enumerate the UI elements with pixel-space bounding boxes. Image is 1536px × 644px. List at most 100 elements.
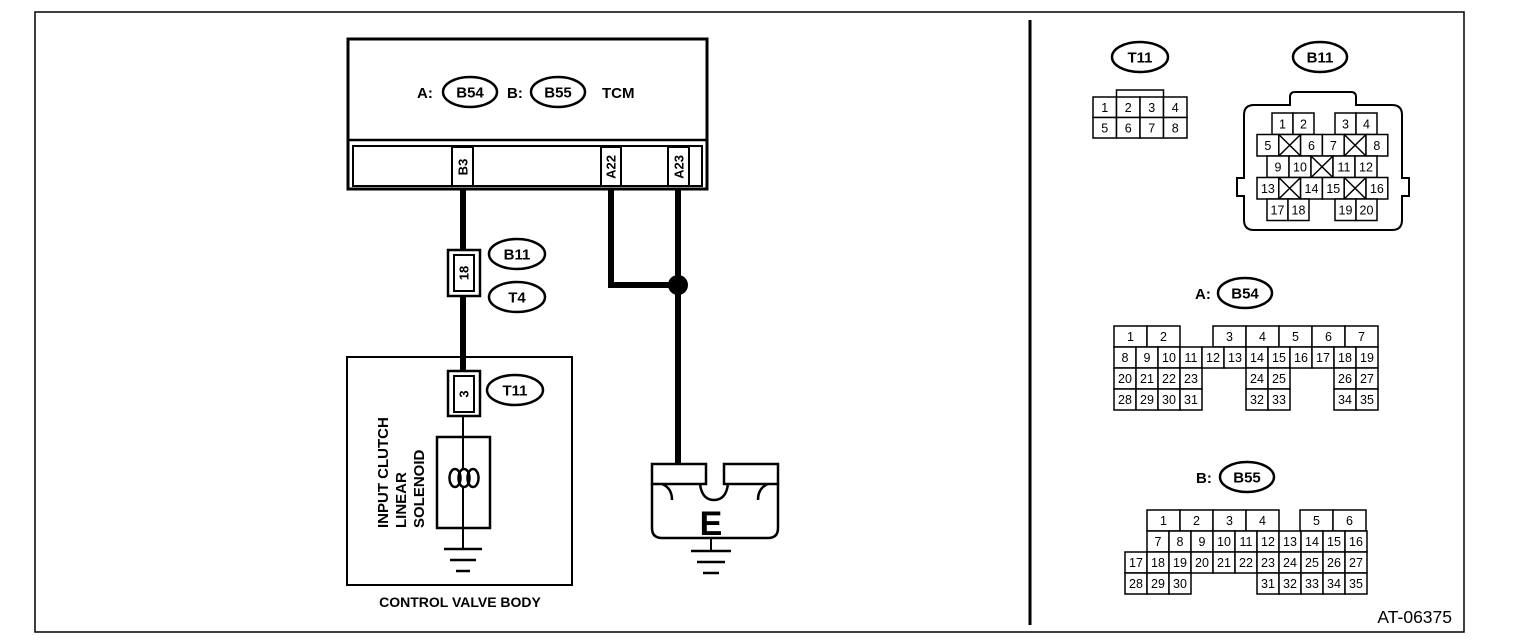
- pin-number: 29: [1151, 577, 1165, 591]
- pin-cavity: 6: [1332, 509, 1367, 532]
- pin-number: 9: [1199, 535, 1206, 549]
- pin-cavity: 4: [1245, 325, 1280, 348]
- pin-number: 17: [1129, 556, 1143, 570]
- pin-number: 14: [1305, 182, 1319, 196]
- pin-number: 4: [1363, 117, 1370, 131]
- pin-number: 33: [1272, 393, 1286, 407]
- badge-outline: [485, 373, 545, 407]
- pin-cavity: 29: [1146, 572, 1170, 595]
- pin-number: 21: [1217, 556, 1231, 570]
- pin-number: 24: [1250, 372, 1264, 386]
- pin-number: 19: [1360, 351, 1374, 365]
- pin-number: 1: [1127, 330, 1134, 344]
- connector-view-prefix: A:: [1195, 286, 1211, 303]
- pin-number: 20: [1360, 203, 1374, 217]
- pin-cavity: 27: [1344, 551, 1368, 574]
- pin-cavity: 17: [1124, 551, 1148, 574]
- connector-id-badge-t4: T4: [487, 280, 547, 314]
- pin-cavity: 15: [1267, 346, 1291, 369]
- pin-number: 6: [1125, 121, 1132, 135]
- pin-cavity: 17: [1266, 198, 1289, 222]
- pin-cavity: 18: [1146, 551, 1170, 574]
- pin-number: 3: [1342, 117, 1349, 131]
- connector-id: B55: [1233, 470, 1261, 487]
- ground-terminal-e: E: [650, 462, 780, 575]
- pin-number: 23: [1184, 372, 1198, 386]
- pin-number: 7: [1358, 330, 1365, 344]
- pin-cavity: 16: [1289, 346, 1313, 369]
- pin-number: 12: [1359, 160, 1373, 174]
- badge-outline: [1216, 276, 1274, 310]
- solenoid-label-line-2: LINEAR: [393, 472, 410, 528]
- tcm-connector-b-prefix: B:: [507, 85, 523, 102]
- terminal-body: [650, 484, 780, 540]
- pin-number: 2: [1125, 101, 1132, 115]
- pin-cavity: 5: [1278, 325, 1313, 348]
- pin-number: 23: [1261, 556, 1275, 570]
- pin-cavity: 23: [1179, 367, 1203, 390]
- pin-cavity: 20: [1190, 551, 1214, 574]
- pin-cavity: 11: [1332, 155, 1356, 179]
- pin-number: 32: [1250, 393, 1264, 407]
- pin-number: 2: [1193, 514, 1200, 528]
- connector-id: T11: [1127, 50, 1152, 67]
- terminal-neck-curves: [661, 482, 769, 502]
- pin-number: 30: [1173, 577, 1187, 591]
- pin-cavity: 25: [1300, 551, 1324, 574]
- pin-cavity: 22: [1157, 367, 1181, 390]
- connector-terminal: [453, 375, 475, 413]
- tcm-connector-strip: [352, 145, 703, 187]
- tcm-pin-b3: B3: [451, 146, 474, 187]
- tcm-pin-a22: A22: [600, 146, 622, 187]
- pin-cavity: 16: [1344, 530, 1368, 553]
- cross-icon: [1278, 176, 1302, 200]
- pin-cavity: 26: [1333, 367, 1357, 390]
- pin-number: 18: [1292, 203, 1306, 217]
- pin-number: 8: [1122, 351, 1129, 365]
- pin-number: 5: [1264, 139, 1271, 153]
- pin-number: 28: [1118, 393, 1132, 407]
- pin-number: 32: [1283, 577, 1297, 591]
- connector-body: [446, 248, 482, 298]
- pin-number: 7: [1148, 121, 1155, 135]
- solenoid-coil-icon: [448, 437, 480, 528]
- pin-cavity: 30: [1168, 572, 1192, 595]
- badge-outline: [1110, 40, 1170, 74]
- pin-cavity-outline: [1355, 388, 1379, 411]
- pin-number: 13: [1261, 182, 1275, 196]
- tcm-unit: A: B54 B: B55 TCM B3 A22 A23: [346, 37, 709, 191]
- pin-cavity: 12: [1354, 155, 1378, 179]
- pin-number: 22: [1239, 556, 1253, 570]
- connector-view-badge: B11: [1291, 40, 1349, 74]
- pin-number: 29: [1140, 393, 1154, 407]
- pin-cavity-outline: [1355, 198, 1378, 222]
- pin-cavity: 3: [1334, 112, 1357, 136]
- pin-label: A22: [604, 155, 619, 179]
- pin-cavity: 28: [1124, 572, 1148, 595]
- figure-code: AT-06375: [1377, 607, 1452, 627]
- connector-housing-outline: [1236, 91, 1410, 231]
- badge-outline: [441, 75, 499, 109]
- wire-a22: [608, 188, 678, 288]
- pin-cavity: 6: [1311, 325, 1346, 348]
- pin-cavity: 30: [1157, 388, 1181, 411]
- pin-cavity: 35: [1344, 572, 1368, 595]
- pin-number: 13: [1283, 535, 1297, 549]
- connector-view-badge: B55: [1218, 460, 1276, 494]
- pin-cavity: 12: [1201, 346, 1225, 369]
- connector-terminal: [453, 254, 475, 292]
- blocked-cavity: [1310, 155, 1334, 179]
- pin-number: 27: [1360, 372, 1374, 386]
- pin-cavity: 13: [1256, 176, 1280, 200]
- pin-number: 8: [1373, 139, 1380, 153]
- pin-number: 35: [1360, 393, 1374, 407]
- pin-number: 26: [1338, 372, 1352, 386]
- pin-cavity: 26: [1322, 551, 1346, 574]
- pin-cavity: 2: [1292, 112, 1315, 136]
